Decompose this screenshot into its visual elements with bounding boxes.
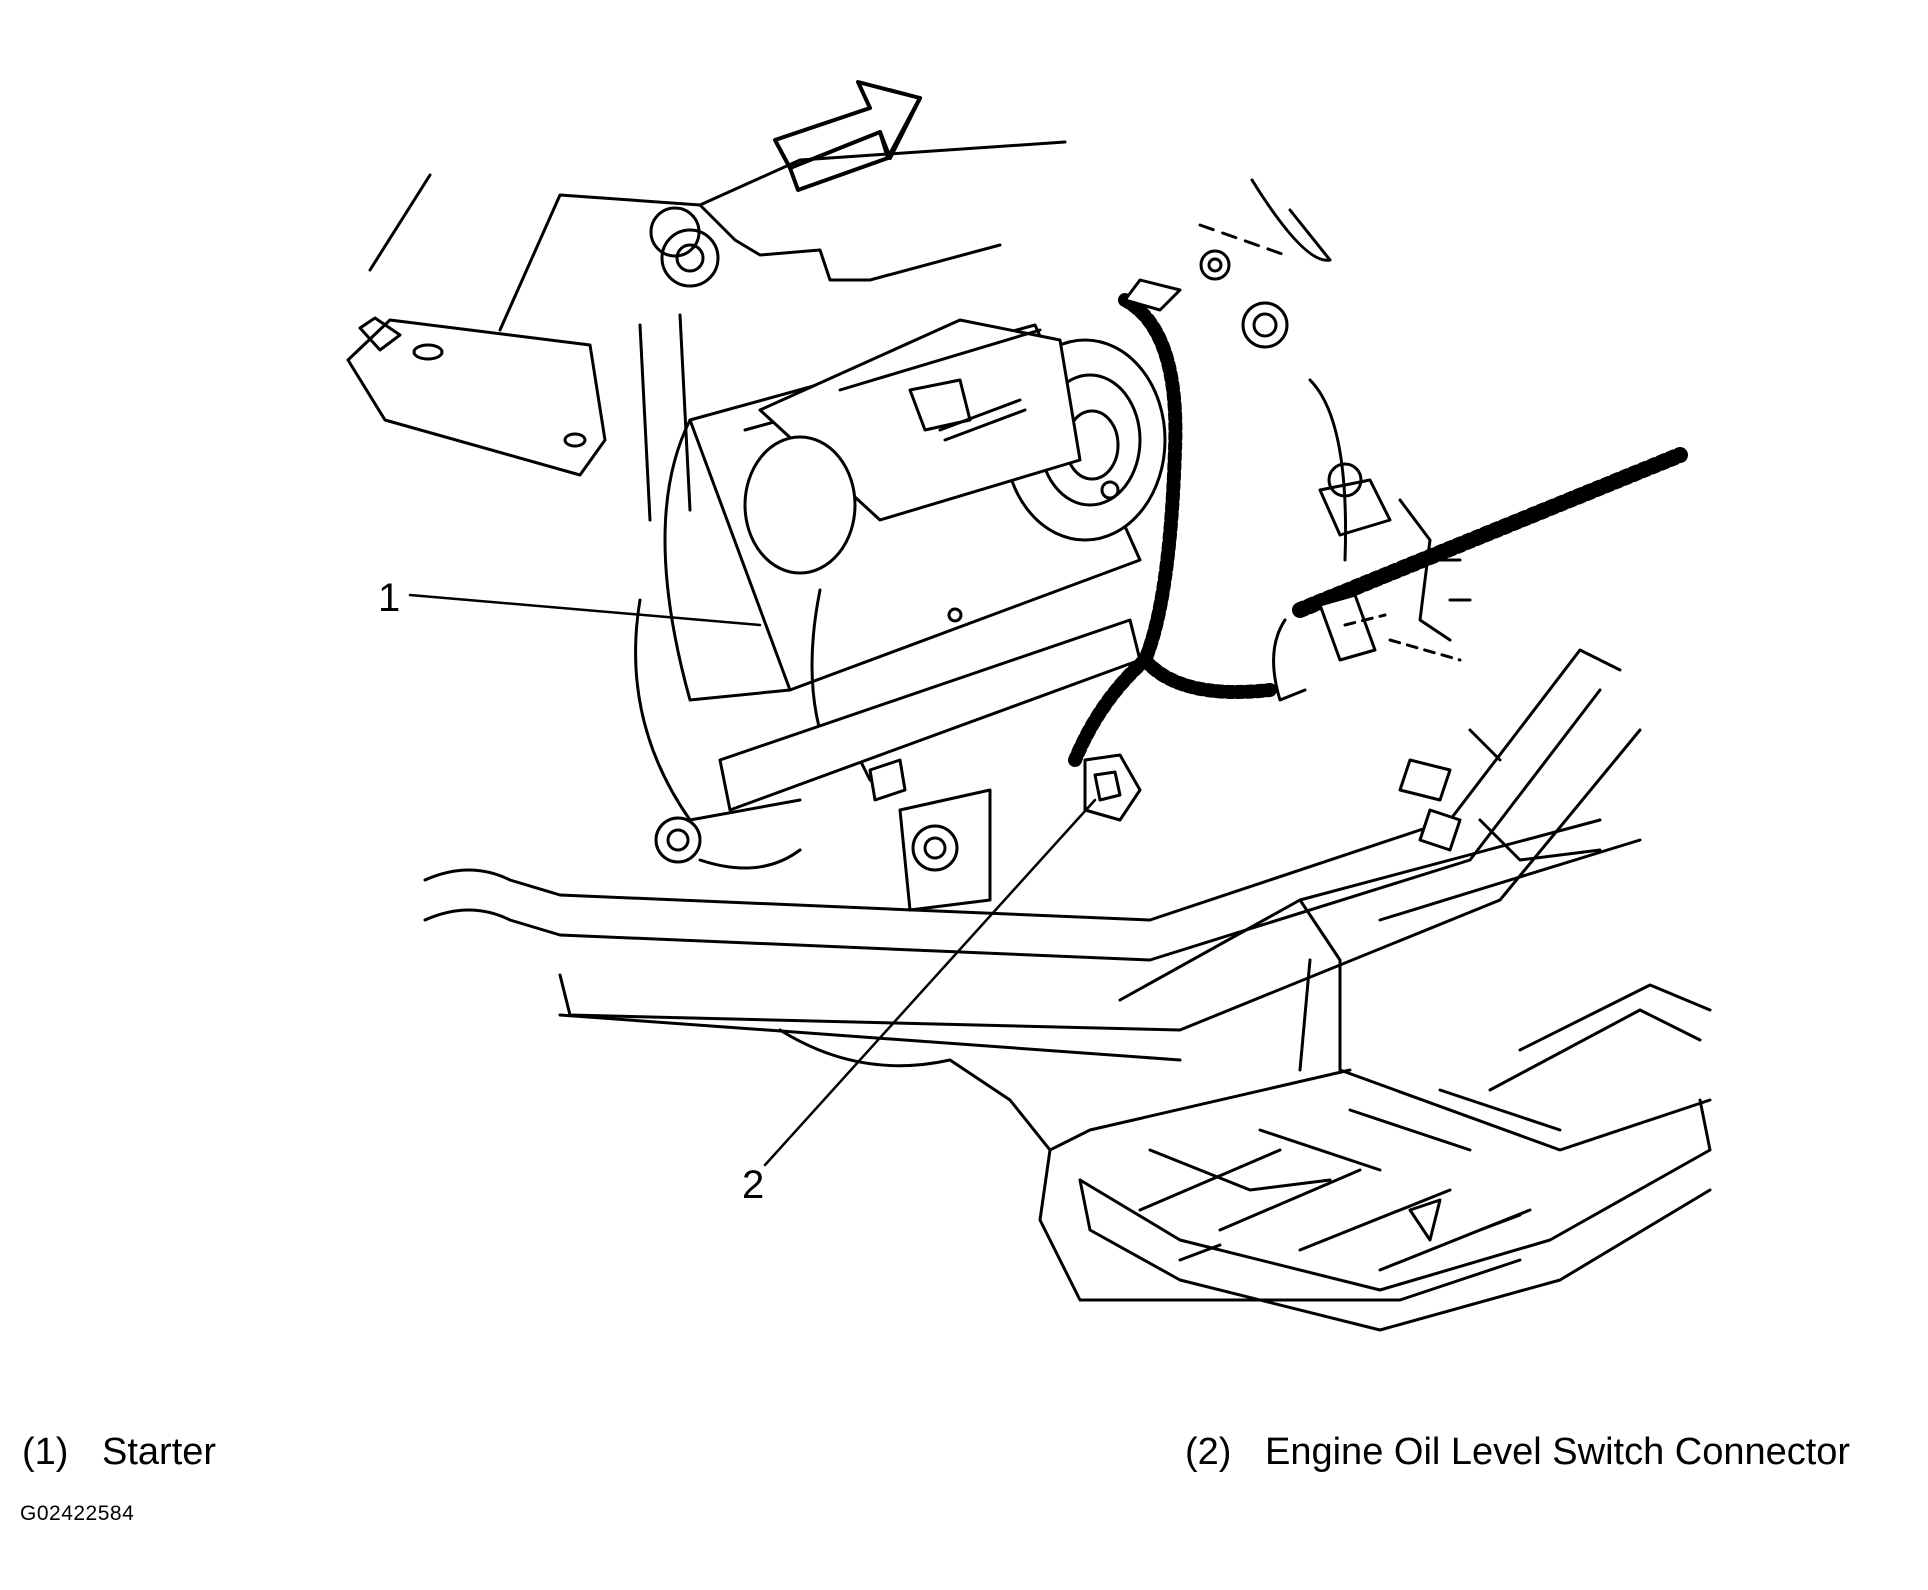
engine-block-top <box>368 140 1332 349</box>
callout-1-leader <box>408 593 762 627</box>
figure-code: G02422584 <box>20 1502 135 1525</box>
legend-text: Starter <box>102 1431 217 1473</box>
legend-text: Engine Oil Level Switch Connector <box>1265 1431 1851 1473</box>
callout-2-leader <box>763 798 1097 1167</box>
oil-level-switch-connector <box>1083 753 1142 822</box>
legend-item-starter: (1) Starter <box>22 1433 216 1471</box>
oil-cooler-lines <box>423 648 1642 1062</box>
direction-arrow-icon <box>773 80 922 192</box>
wiring-harness <box>1068 223 1287 767</box>
engine-block-right <box>1308 378 1602 862</box>
legend-number: (2) <box>1185 1431 1232 1473</box>
oil-pan <box>778 818 1712 1332</box>
engine-harness-right <box>1272 447 1688 702</box>
legend-number: (1) <box>22 1431 69 1473</box>
mounting-bracket <box>346 313 692 522</box>
callout-2-label: 2 <box>742 1163 765 1207</box>
legend-item-oil-level-connector: (2) Engine Oil Level Switch Connector <box>1185 1433 1850 1471</box>
callout-1-label: 1 <box>378 576 401 620</box>
starter-solenoid <box>743 318 1120 575</box>
